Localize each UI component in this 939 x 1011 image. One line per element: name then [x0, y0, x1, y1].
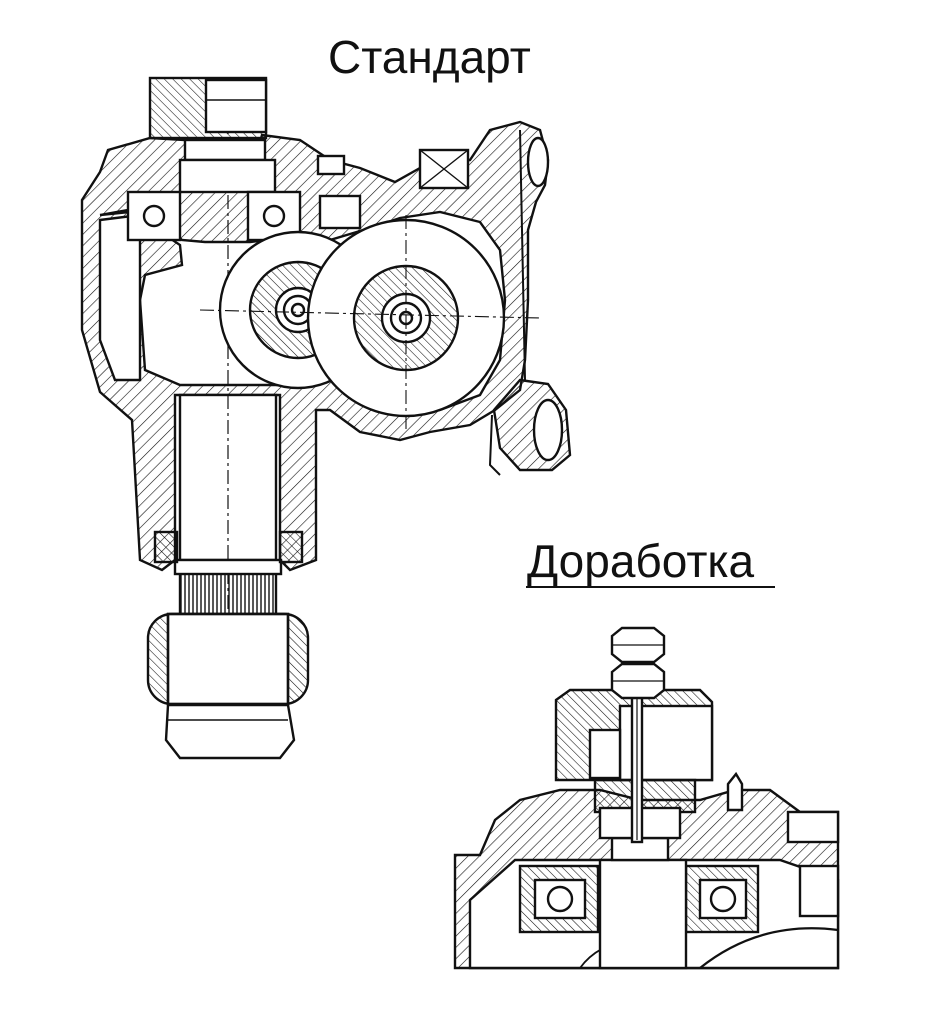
grease-nipple	[726, 771, 744, 812]
shaft-spline	[178, 570, 278, 618]
lower-seal-left	[153, 530, 179, 564]
upper-ear-hole	[526, 136, 550, 188]
adjusting-nut	[204, 78, 268, 134]
standard-variant-title: Стандарт	[328, 31, 531, 83]
modified-shaft	[598, 858, 688, 970]
lock-collar	[183, 138, 267, 162]
modified-gearbox-drawing	[453, 626, 840, 970]
upper-bearing-left	[126, 190, 182, 242]
bearing-cap	[318, 194, 362, 230]
pitman-nut	[164, 703, 296, 760]
modified-variant-title: Доработка	[527, 535, 755, 587]
modified-side-bolt	[786, 810, 840, 844]
standard-steering-gearbox-drawing	[80, 76, 572, 760]
cover-bolt	[316, 154, 346, 176]
modified-title-underline	[526, 586, 775, 588]
lower-seal-right	[278, 530, 304, 564]
